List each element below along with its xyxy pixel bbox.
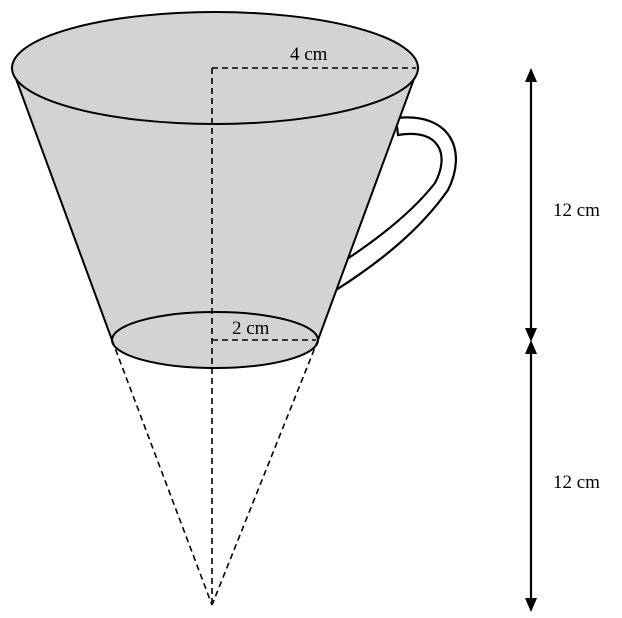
upper-height-label: 12 cm [553, 200, 600, 221]
lower-arrow-head-top [525, 340, 537, 354]
lower-height-label: 12 cm [553, 472, 600, 493]
cone-extension-left [111, 339, 213, 606]
top-radius-label: 4 cm [290, 44, 328, 65]
upper-arrow-head-bottom [525, 328, 537, 342]
bottom-radius-label: 2 cm [232, 318, 270, 339]
upper-arrow-head-top [525, 68, 537, 82]
lower-arrow-head-bottom [525, 598, 537, 612]
cone-extension-right [211, 339, 319, 606]
